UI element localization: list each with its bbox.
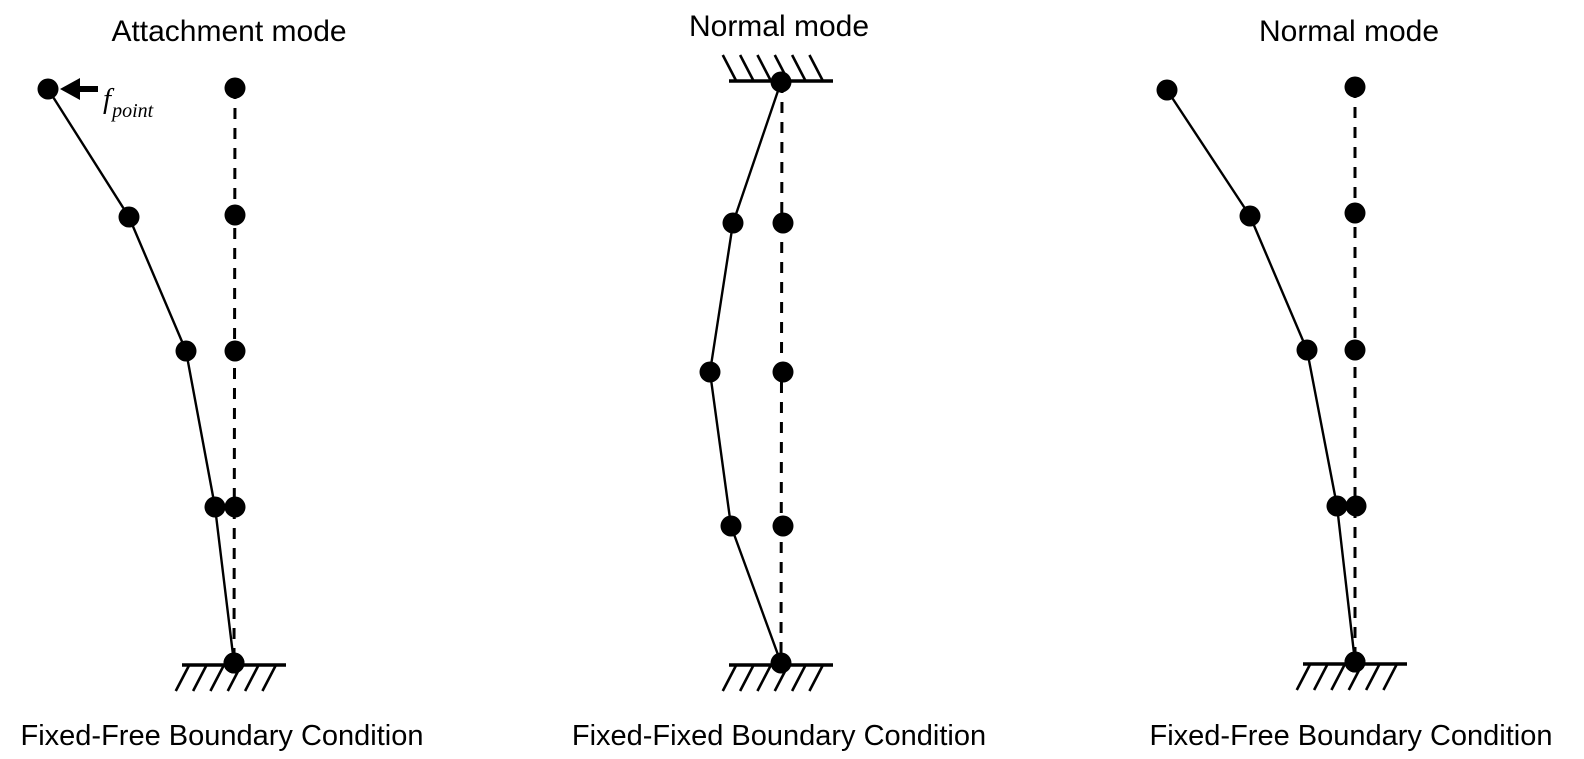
panel-title: Attachment mode (111, 15, 346, 48)
ground-hatch-mark (191, 664, 208, 692)
deformed-node-dot (1344, 651, 1366, 673)
ground-hatch-mark (1364, 663, 1381, 691)
reference-node-dot (224, 77, 246, 99)
panel-title: Normal mode (1259, 15, 1439, 48)
deformed-shape-line (708, 80, 783, 665)
point-force-label: fpoint (103, 83, 154, 122)
undeformed-reference-line (232, 87, 237, 664)
point-force-arrow (60, 78, 98, 100)
ground-hatch-mark (738, 54, 755, 82)
deformed-node-dot (1239, 205, 1261, 227)
ground-hatch-mark (808, 54, 825, 82)
ground-hatch-mark (1330, 663, 1347, 691)
ground-hatch-mark (790, 54, 807, 82)
reference-node-dot (224, 340, 246, 362)
deformed-node-dot (770, 71, 792, 93)
panel-title: Normal mode (689, 10, 869, 43)
panel-caption: Fixed-Fixed Boundary Condition (572, 720, 986, 752)
ground-hatch-mark (261, 664, 278, 692)
reference-node-dot (772, 515, 794, 537)
panel-caption: Fixed-Free Boundary Condition (21, 720, 424, 752)
reference-node-dot (1344, 202, 1366, 224)
ground-hatch-mark (243, 664, 260, 692)
deformed-node-dot (175, 340, 197, 362)
deformed-node-dot (1156, 79, 1178, 101)
arrow-head-icon (60, 78, 80, 100)
deformed-node-dot (699, 361, 721, 383)
deformed-node-dot (770, 652, 792, 674)
ground-hatch-mark (721, 664, 738, 692)
ground-hatch-mark (790, 664, 807, 692)
deformed-node-dot (1326, 495, 1348, 517)
reference-node-dot (1345, 495, 1367, 517)
ground-hatch-mark (808, 664, 825, 692)
deformed-node-dot (223, 652, 245, 674)
ground-hatch-mark (756, 664, 773, 692)
ground-hatch-mark (1382, 663, 1399, 691)
ground-hatch-mark (1295, 663, 1312, 691)
ground-hatch-mark (209, 664, 226, 692)
reference-node-dot (1344, 76, 1366, 98)
reference-node-dot (224, 204, 246, 226)
reference-node-dot (1344, 339, 1366, 361)
deformed-node-dot (722, 212, 744, 234)
ground-hatch-mark (174, 664, 191, 692)
deformed-node-dot (720, 515, 742, 537)
reference-node-dot (224, 496, 246, 518)
ground-hatch-mark (738, 664, 755, 692)
panel-caption: Fixed-Free Boundary Condition (1150, 720, 1553, 752)
ground-hatch-mark (721, 54, 738, 82)
reference-node-dot (772, 361, 794, 383)
deformed-node-dot (1296, 339, 1318, 361)
deformed-node-dot (118, 206, 140, 228)
deformed-node-dot (37, 78, 59, 100)
deformed-shape-line (46, 87, 236, 665)
deformed-shape-line (1165, 88, 1357, 664)
ground-hatch-mark (756, 54, 773, 82)
reference-node-dot (772, 212, 794, 234)
deformed-node-dot (204, 496, 226, 518)
ground-hatch-mark (1312, 663, 1329, 691)
